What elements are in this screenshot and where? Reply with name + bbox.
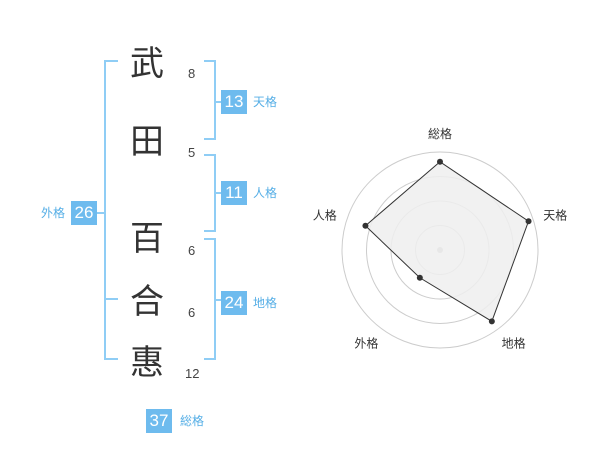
name-char-1: 武 [130, 44, 164, 84]
tenkaku-label: 天格 [253, 95, 278, 109]
stroke-count-1: 8 [188, 66, 196, 81]
radar-point-3 [488, 318, 495, 325]
radar-point-2 [525, 218, 532, 225]
stroke-count-4: 6 [188, 305, 196, 320]
radar-ring-4 [341, 151, 539, 349]
radar-area [364, 161, 530, 323]
radar-point-4 [416, 274, 423, 281]
name-char-5: 惠 [130, 343, 164, 383]
radar-point-1 [437, 158, 443, 165]
chikaku-value-badge: 24 [221, 291, 247, 315]
name-char-4: 合 [130, 282, 164, 322]
radar-axis-label-2: 天格 [543, 208, 567, 223]
stroke-count-5: 12 [185, 366, 200, 381]
gaikaku-bracket [104, 60, 118, 360]
stroke-count-2: 5 [188, 145, 196, 160]
chikaku-connector [214, 299, 222, 301]
radar-point-5 [362, 222, 369, 229]
radar-axis-label-4: 外格 [354, 335, 378, 350]
gaikaku-connector [96, 212, 105, 214]
gaikaku-value-badge: 26 [71, 201, 97, 225]
tenkaku-bracket [204, 60, 216, 140]
radar-axis-label-5: 人格 [313, 208, 337, 223]
soukaku-value-badge: 37 [146, 409, 172, 433]
gaikaku-split-line [104, 298, 118, 300]
radar-shape [362, 158, 532, 325]
stroke-count-3: 6 [188, 243, 196, 258]
tenkaku-value-badge: 13 [221, 90, 247, 114]
soukaku-label: 総格 [180, 414, 205, 428]
jinkaku-value-badge: 11 [221, 181, 247, 205]
jinkaku-label: 人格 [253, 186, 278, 200]
name-char-2: 田 [130, 122, 164, 162]
jinkaku-connector [214, 192, 222, 194]
chikaku-label: 地格 [253, 296, 278, 310]
gaikaku-label: 外格 [41, 206, 66, 220]
tenkaku-connector [214, 101, 222, 103]
radar-axis-label-1: 総格 [428, 126, 452, 141]
radar-axis-label-3: 地格 [502, 335, 526, 350]
name-char-3: 百 [130, 219, 164, 259]
